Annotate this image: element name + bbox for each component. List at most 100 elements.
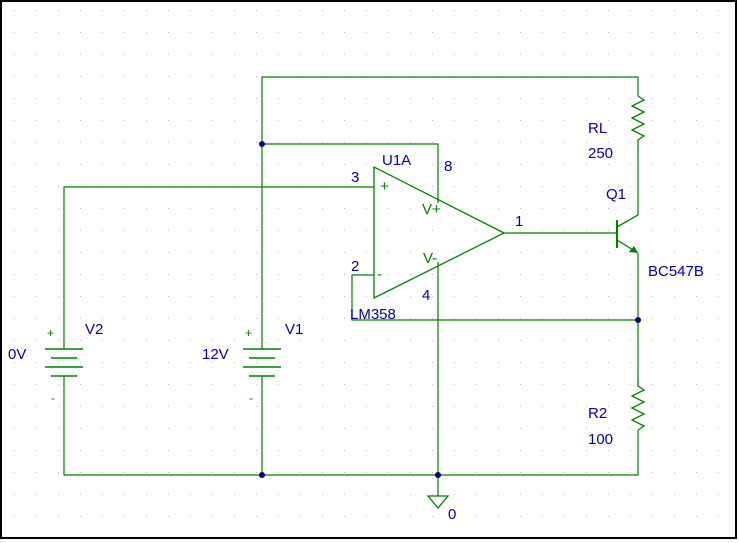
grid-dot [256, 32, 257, 33]
grid-dot [718, 450, 719, 451]
grid-dot [718, 296, 719, 297]
grid-dot [344, 296, 345, 297]
grid-dot [520, 428, 521, 429]
grid-dot [36, 384, 37, 385]
grid-dot [630, 494, 631, 495]
grid-dot [630, 164, 631, 165]
grid-dot [190, 32, 191, 33]
opamp-u1a[interactable]: + - V+ V- U1A LM358 3 2 1 8 4 [350, 152, 523, 323]
grid-dot [630, 98, 631, 99]
transistor-collector [616, 214, 639, 228]
grid-dot [146, 340, 147, 341]
grid-dot [718, 98, 719, 99]
grid-dot [300, 296, 301, 297]
grid-dot [168, 32, 169, 33]
grid-dot [410, 428, 411, 429]
grid-dot [102, 472, 103, 473]
grid-dot [520, 516, 521, 517]
grid-dot [388, 10, 389, 11]
grid-dot [366, 208, 367, 209]
grid-dot [498, 274, 499, 275]
grid-dot [366, 296, 367, 297]
grid-dot [564, 318, 565, 319]
grid-dot [498, 428, 499, 429]
grid-dot [322, 32, 323, 33]
resistor-r2-zigzag [630, 380, 646, 431]
grid-dot [234, 252, 235, 253]
resistor-rl[interactable]: RL 250 [588, 95, 646, 162]
grid-dot [674, 340, 675, 341]
grid-dot [344, 340, 345, 341]
grid-dot [454, 186, 455, 187]
grid-dot [58, 340, 59, 341]
grid-dot [630, 54, 631, 55]
grid-dot [36, 450, 37, 451]
grid-dot [322, 98, 323, 99]
grid-dot [630, 450, 631, 451]
grid-dot [256, 406, 257, 407]
grid-dot [432, 494, 433, 495]
grid-dot [586, 120, 587, 121]
grid-dot [234, 340, 235, 341]
grid-dot [278, 142, 279, 143]
grid-dot [124, 120, 125, 121]
grid-dot [718, 428, 719, 429]
grid-dot [102, 494, 103, 495]
source-v1[interactable]: + - V1 12V [202, 300, 303, 405]
grid-dot [212, 428, 213, 429]
grid-dot [322, 252, 323, 253]
ground-label: 0 [448, 506, 456, 523]
grid-dot [718, 318, 719, 319]
grid-dot [542, 318, 543, 319]
grid-dot [58, 384, 59, 385]
resistor-r2-ref: R2 [588, 405, 607, 422]
grid-dot [520, 164, 521, 165]
grid-dot [586, 164, 587, 165]
grid-dot [234, 76, 235, 77]
grid-dot [652, 76, 653, 77]
grid-dot [410, 120, 411, 121]
grid-dot [630, 252, 631, 253]
grid-dot [608, 340, 609, 341]
grid-dot [696, 120, 697, 121]
grid-dot [608, 516, 609, 517]
grid-dot [564, 230, 565, 231]
grid-dot [410, 472, 411, 473]
grid-dot [256, 362, 257, 363]
grid-dot [344, 98, 345, 99]
grid-dot [168, 120, 169, 121]
grid-dot [388, 32, 389, 33]
grid-dot [718, 164, 719, 165]
grid-dot [234, 362, 235, 363]
grid-dot [674, 54, 675, 55]
grid-dot [586, 98, 587, 99]
grid-dot [322, 230, 323, 231]
grid-dot [630, 32, 631, 33]
grid-dot [190, 54, 191, 55]
transistor-ref: Q1 [606, 186, 626, 203]
grid-dot [652, 516, 653, 517]
grid-dot [454, 10, 455, 11]
grid-dot [278, 516, 279, 517]
grid-dot [278, 32, 279, 33]
grid-dot [58, 428, 59, 429]
ground-symbol[interactable]: 0 [426, 495, 456, 523]
grid-dot [476, 10, 477, 11]
grid-dot [388, 164, 389, 165]
grid-dot [520, 296, 521, 297]
grid-dot [586, 516, 587, 517]
grid-dot [212, 10, 213, 11]
grid-dot [432, 516, 433, 517]
grid-dot [190, 340, 191, 341]
grid-dot [454, 516, 455, 517]
grid-dot [146, 252, 147, 253]
grid-dot [410, 384, 411, 385]
grid-dot [212, 362, 213, 363]
grid-dot [520, 472, 521, 473]
grid-dot [300, 494, 301, 495]
transistor-q1[interactable]: Q1 BC547B [606, 186, 704, 280]
grid-dot [542, 54, 543, 55]
resistor-r2[interactable]: R2 100 [588, 380, 646, 448]
grid-dot [278, 362, 279, 363]
source-v2[interactable]: + - V2 0V [8, 321, 103, 405]
